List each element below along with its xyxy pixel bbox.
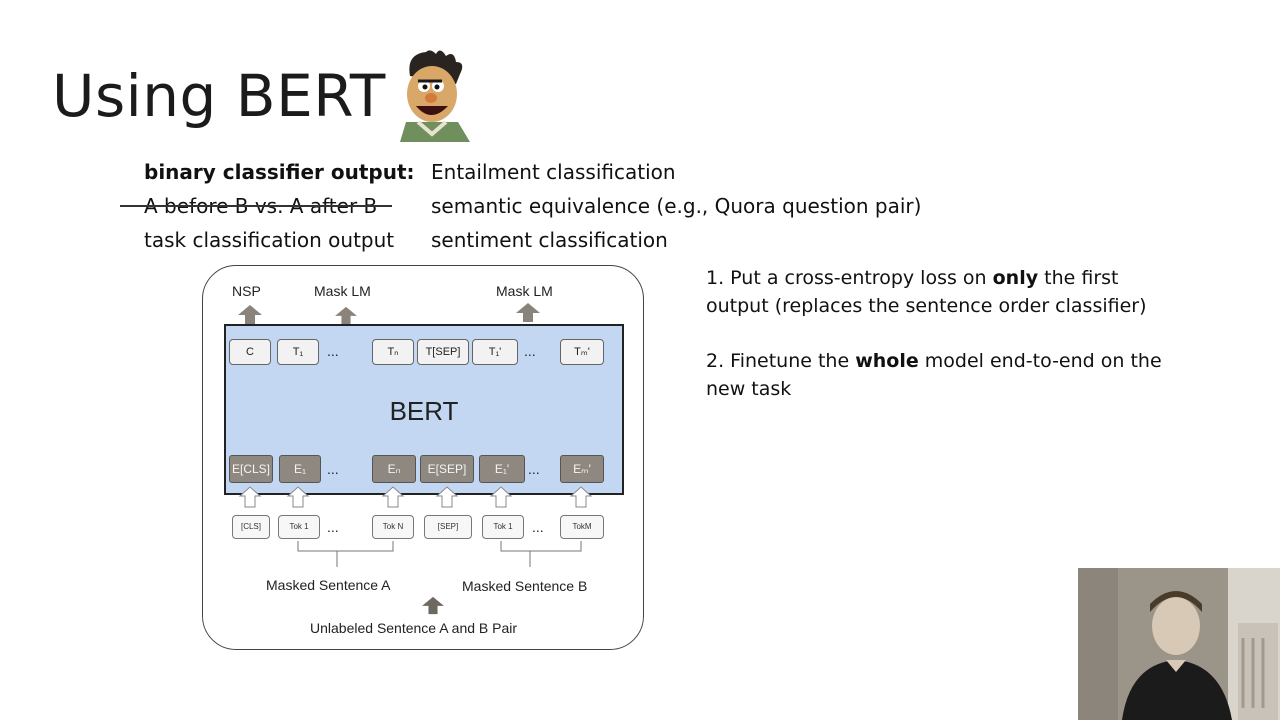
- ellipsis: ...: [327, 343, 339, 359]
- entailment-label: Entailment classification: [431, 160, 676, 184]
- embedding-token: E₁: [279, 455, 321, 483]
- input-token: Tok 1: [278, 515, 320, 539]
- sentence-a-label: Masked Sentence A: [266, 577, 391, 593]
- ellipsis: ...: [524, 343, 536, 359]
- input-token: TokM: [560, 515, 604, 539]
- semantic-equivalence-label: semantic equivalence (e.g., Quora questi…: [431, 194, 922, 218]
- sentiment-label: sentiment classification: [431, 228, 668, 252]
- ellipsis: ...: [532, 519, 544, 535]
- output-token: C: [229, 339, 271, 365]
- ellipsis: ...: [327, 461, 339, 477]
- strikethrough-line: [120, 205, 392, 207]
- note-1-post: the first: [1038, 267, 1119, 289]
- arrow-up-icon: [238, 305, 262, 324]
- embedding-token: Eₙ: [372, 455, 416, 483]
- arrow-up-icon: [516, 303, 540, 322]
- note-2-pre: 2. Finetune the: [706, 350, 856, 372]
- bert-diagram: NSP Mask LM Mask LM BERT C T₁ ... Tₙ T[S…: [202, 265, 644, 650]
- bert-label: BERT: [389, 396, 459, 426]
- ellipsis: ...: [528, 461, 540, 477]
- embedding-token: E[SEP]: [420, 455, 474, 483]
- embedding-token: E[CLS]: [229, 455, 273, 483]
- input-arrows: [238, 486, 593, 508]
- note-2-bold: whole: [855, 350, 919, 372]
- embedding-token: Eₘ': [560, 455, 604, 483]
- slide-title: Using BERT: [52, 62, 386, 130]
- output-token: Tₙ: [372, 339, 414, 365]
- output-token: T₁: [277, 339, 319, 365]
- note-2-line2: new task: [706, 378, 792, 400]
- sentence-b-label: Masked Sentence B: [462, 578, 588, 594]
- input-token: [CLS]: [232, 515, 270, 539]
- note-1-pre: 1. Put a cross-entropy loss on: [706, 267, 993, 289]
- note-1-bold: only: [992, 267, 1039, 289]
- arrow-up-icon: [422, 596, 444, 615]
- output-token: Tₘ': [560, 339, 604, 365]
- presenter-video: [1078, 568, 1280, 720]
- note-2: 2. Finetune the whole model end-to-end o…: [706, 347, 1162, 403]
- task-classification-label: task classification output: [144, 228, 395, 252]
- note-2-post: model end-to-end on the: [918, 350, 1162, 372]
- binary-classifier-label: binary classifier output:: [144, 160, 415, 184]
- pair-label: Unlabeled Sentence A and B Pair: [310, 620, 518, 636]
- note-1-line2: output (replaces the sentence order clas…: [706, 295, 1147, 317]
- note-1: 1. Put a cross-entropy loss on only the …: [706, 264, 1147, 320]
- embedding-token: E₁': [479, 455, 525, 483]
- ellipsis: ...: [327, 519, 339, 535]
- output-token: T₁': [472, 339, 518, 365]
- input-token: [SEP]: [424, 515, 472, 539]
- mask-lm-label-2: Mask LM: [496, 283, 553, 299]
- bert-puppet-icon: [400, 50, 470, 142]
- arrow-up-icon: [335, 306, 357, 325]
- output-token: T[SEP]: [417, 339, 469, 365]
- input-token: Tok N: [372, 515, 414, 539]
- mask-lm-label-1: Mask LM: [314, 283, 371, 299]
- input-token: Tok 1: [482, 515, 524, 539]
- nsp-label: NSP: [232, 283, 261, 299]
- sentence-brackets: [297, 541, 582, 567]
